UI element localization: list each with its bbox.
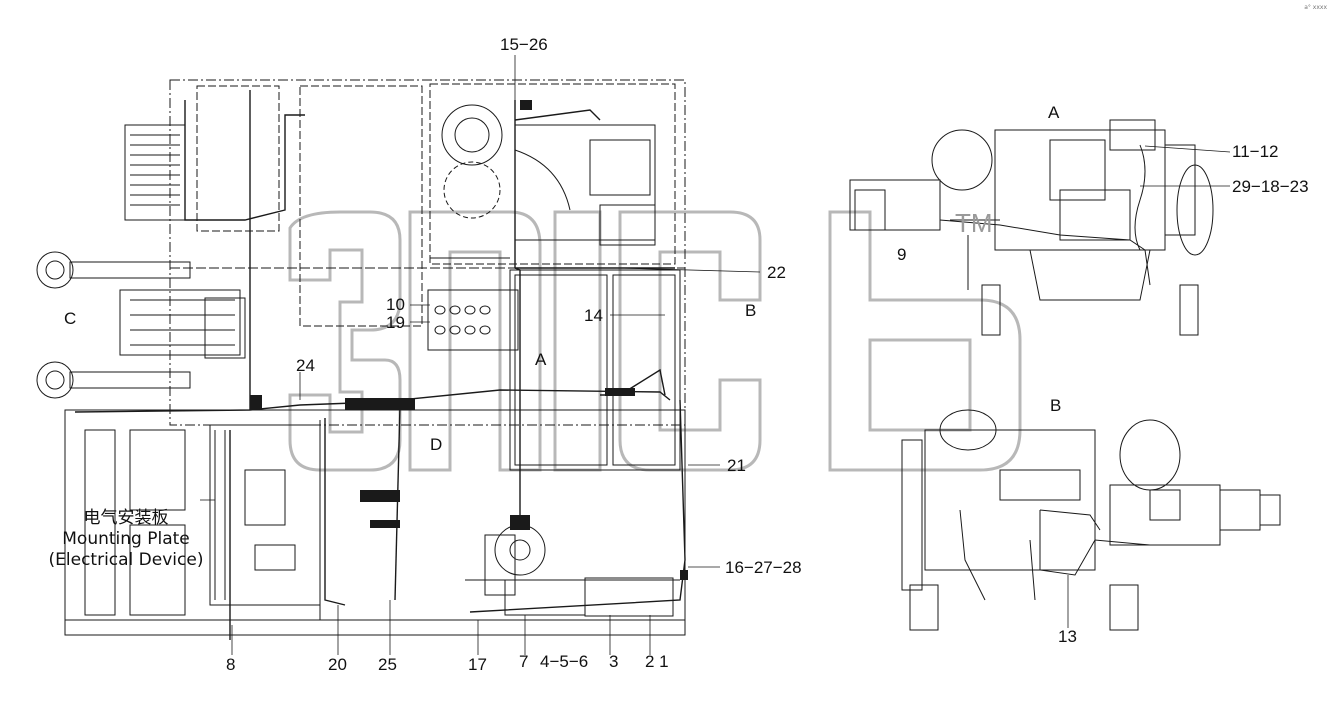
callout-29-18-23: 29−18−23 — [1232, 177, 1309, 196]
mounting-plate-en1: Mounting Plate — [62, 529, 190, 549]
view-label-b-right: B — [1050, 396, 1062, 415]
corner-mark: a° xxxx — [1304, 4, 1327, 11]
axle-assembly — [36, 251, 246, 399]
engine-view-a — [849, 119, 1214, 336]
view-label-b-center: B — [745, 301, 757, 320]
callout-10: 10 — [386, 295, 405, 314]
valve-block — [427, 289, 519, 351]
callout-13: 13 — [1058, 627, 1077, 646]
callout-3: 3 — [609, 652, 619, 671]
callout-20: 20 — [328, 655, 347, 674]
mounting-plate-label: 电气安装板 Mounting Plate (Electrical Device) — [46, 508, 206, 571]
view-label-a-top: A — [1048, 103, 1060, 122]
view-label-c: C — [64, 309, 77, 328]
callout-16-27-28: 16−27−28 — [725, 558, 802, 577]
callout-22: 22 — [767, 263, 786, 282]
view-label-a-center: A — [535, 350, 547, 369]
callout-9: 9 — [897, 245, 907, 264]
radiator — [124, 124, 186, 221]
callout-7: 7 — [519, 652, 529, 671]
callout-24: 24 — [296, 356, 315, 375]
callout-11-12: 11−12 — [1232, 142, 1279, 161]
callout-21-side: 21 — [727, 456, 746, 475]
pump — [484, 524, 546, 596]
callout-2-1: 2 1 — [645, 652, 669, 671]
callout-17: 17 — [468, 655, 487, 674]
electrical-plate — [209, 424, 321, 606]
connectors — [250, 100, 688, 580]
callout-8: 8 — [226, 655, 236, 674]
mounting-plate-en2: (Electrical Device) — [48, 550, 204, 570]
mounting-plate-zh: 电气安装板 — [83, 508, 169, 528]
callout-15-26: 15−26 — [500, 35, 548, 54]
leader-lines — [200, 55, 1231, 655]
callout-14: 14 — [584, 306, 603, 325]
engine-view-b — [901, 409, 1281, 631]
view-label-d: D — [430, 435, 443, 454]
callout-25: 25 — [378, 655, 397, 674]
callout-4-5-6: 4−5−6 — [540, 652, 589, 671]
watermark-tm: TM — [955, 208, 993, 238]
callout-19: 19 — [386, 313, 405, 332]
